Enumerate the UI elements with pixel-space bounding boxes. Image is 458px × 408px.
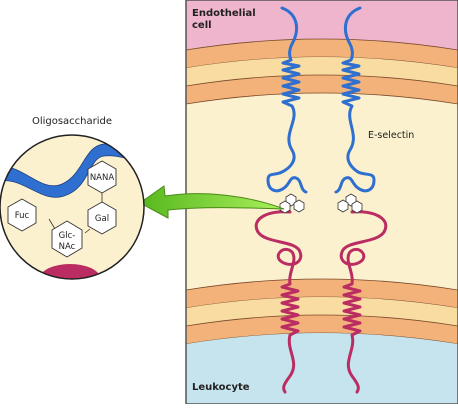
inset-selectin-strand	[0, 143, 144, 198]
sugar-bonds	[48, 193, 103, 234]
label-endothelial-line2: cell	[192, 20, 212, 31]
inset-ligand-base	[40, 264, 100, 279]
sugar-hexagon-left-3	[279, 200, 291, 214]
hexagon-gal	[87, 201, 117, 235]
sugar-hexagons	[7, 160, 117, 258]
sugar-hexagon-left-2	[293, 199, 305, 213]
oligosaccharide-inset: NANA Gal Fuc Glc- NAc	[0, 134, 145, 280]
e-selectin-left	[266, 6, 308, 194]
label-gal: Gal	[95, 214, 109, 224]
label-leukocyte: Leukocyte	[192, 382, 250, 393]
ligand-molecules	[254, 210, 388, 394]
sugar-labels: NANA Gal Fuc Glc- NAc	[15, 173, 115, 252]
e-selectin-right	[334, 6, 376, 194]
e-selectin-molecules	[266, 6, 376, 194]
label-e-selectin: E-selectin	[368, 130, 414, 141]
diagram-labels: Endothelial cell Leukocyte E-selectin Ol…	[32, 8, 414, 393]
magnify-arrow	[139, 185, 285, 219]
hexagon-glcnac	[51, 220, 83, 258]
binding-site-sugars	[279, 193, 363, 214]
label-oligosaccharide: Oligosaccharide	[32, 116, 112, 127]
label-glcnac-line2: NAc	[59, 242, 76, 252]
sugar-hexagon-right-2	[337, 199, 349, 213]
endothelial-cytoplasm	[186, 0, 458, 50]
inset-border	[0, 134, 145, 280]
label-endothelial-line1: Endothelial	[192, 8, 256, 19]
cell-panel	[185, 0, 458, 405]
bond-fuc-glcnac	[48, 218, 56, 230]
bond-gal-glcnac	[84, 228, 91, 234]
sugar-hexagon-right-3	[351, 200, 363, 214]
label-glcnac-line1: Glc-	[59, 231, 76, 241]
hexagon-nana	[87, 160, 117, 194]
ligand-left	[254, 210, 303, 394]
leukocyte-membrane-core	[186, 297, 458, 326]
leukocyte-cytoplasm	[186, 333, 458, 404]
label-nana: NANA	[90, 173, 115, 183]
endothelial-membrane-outer-bottom	[185, 74, 458, 105]
hexagon-fuc	[7, 198, 37, 232]
endothelial-membrane-core	[186, 57, 458, 86]
ligand-right	[339, 210, 388, 394]
label-fuc: Fuc	[15, 211, 30, 221]
